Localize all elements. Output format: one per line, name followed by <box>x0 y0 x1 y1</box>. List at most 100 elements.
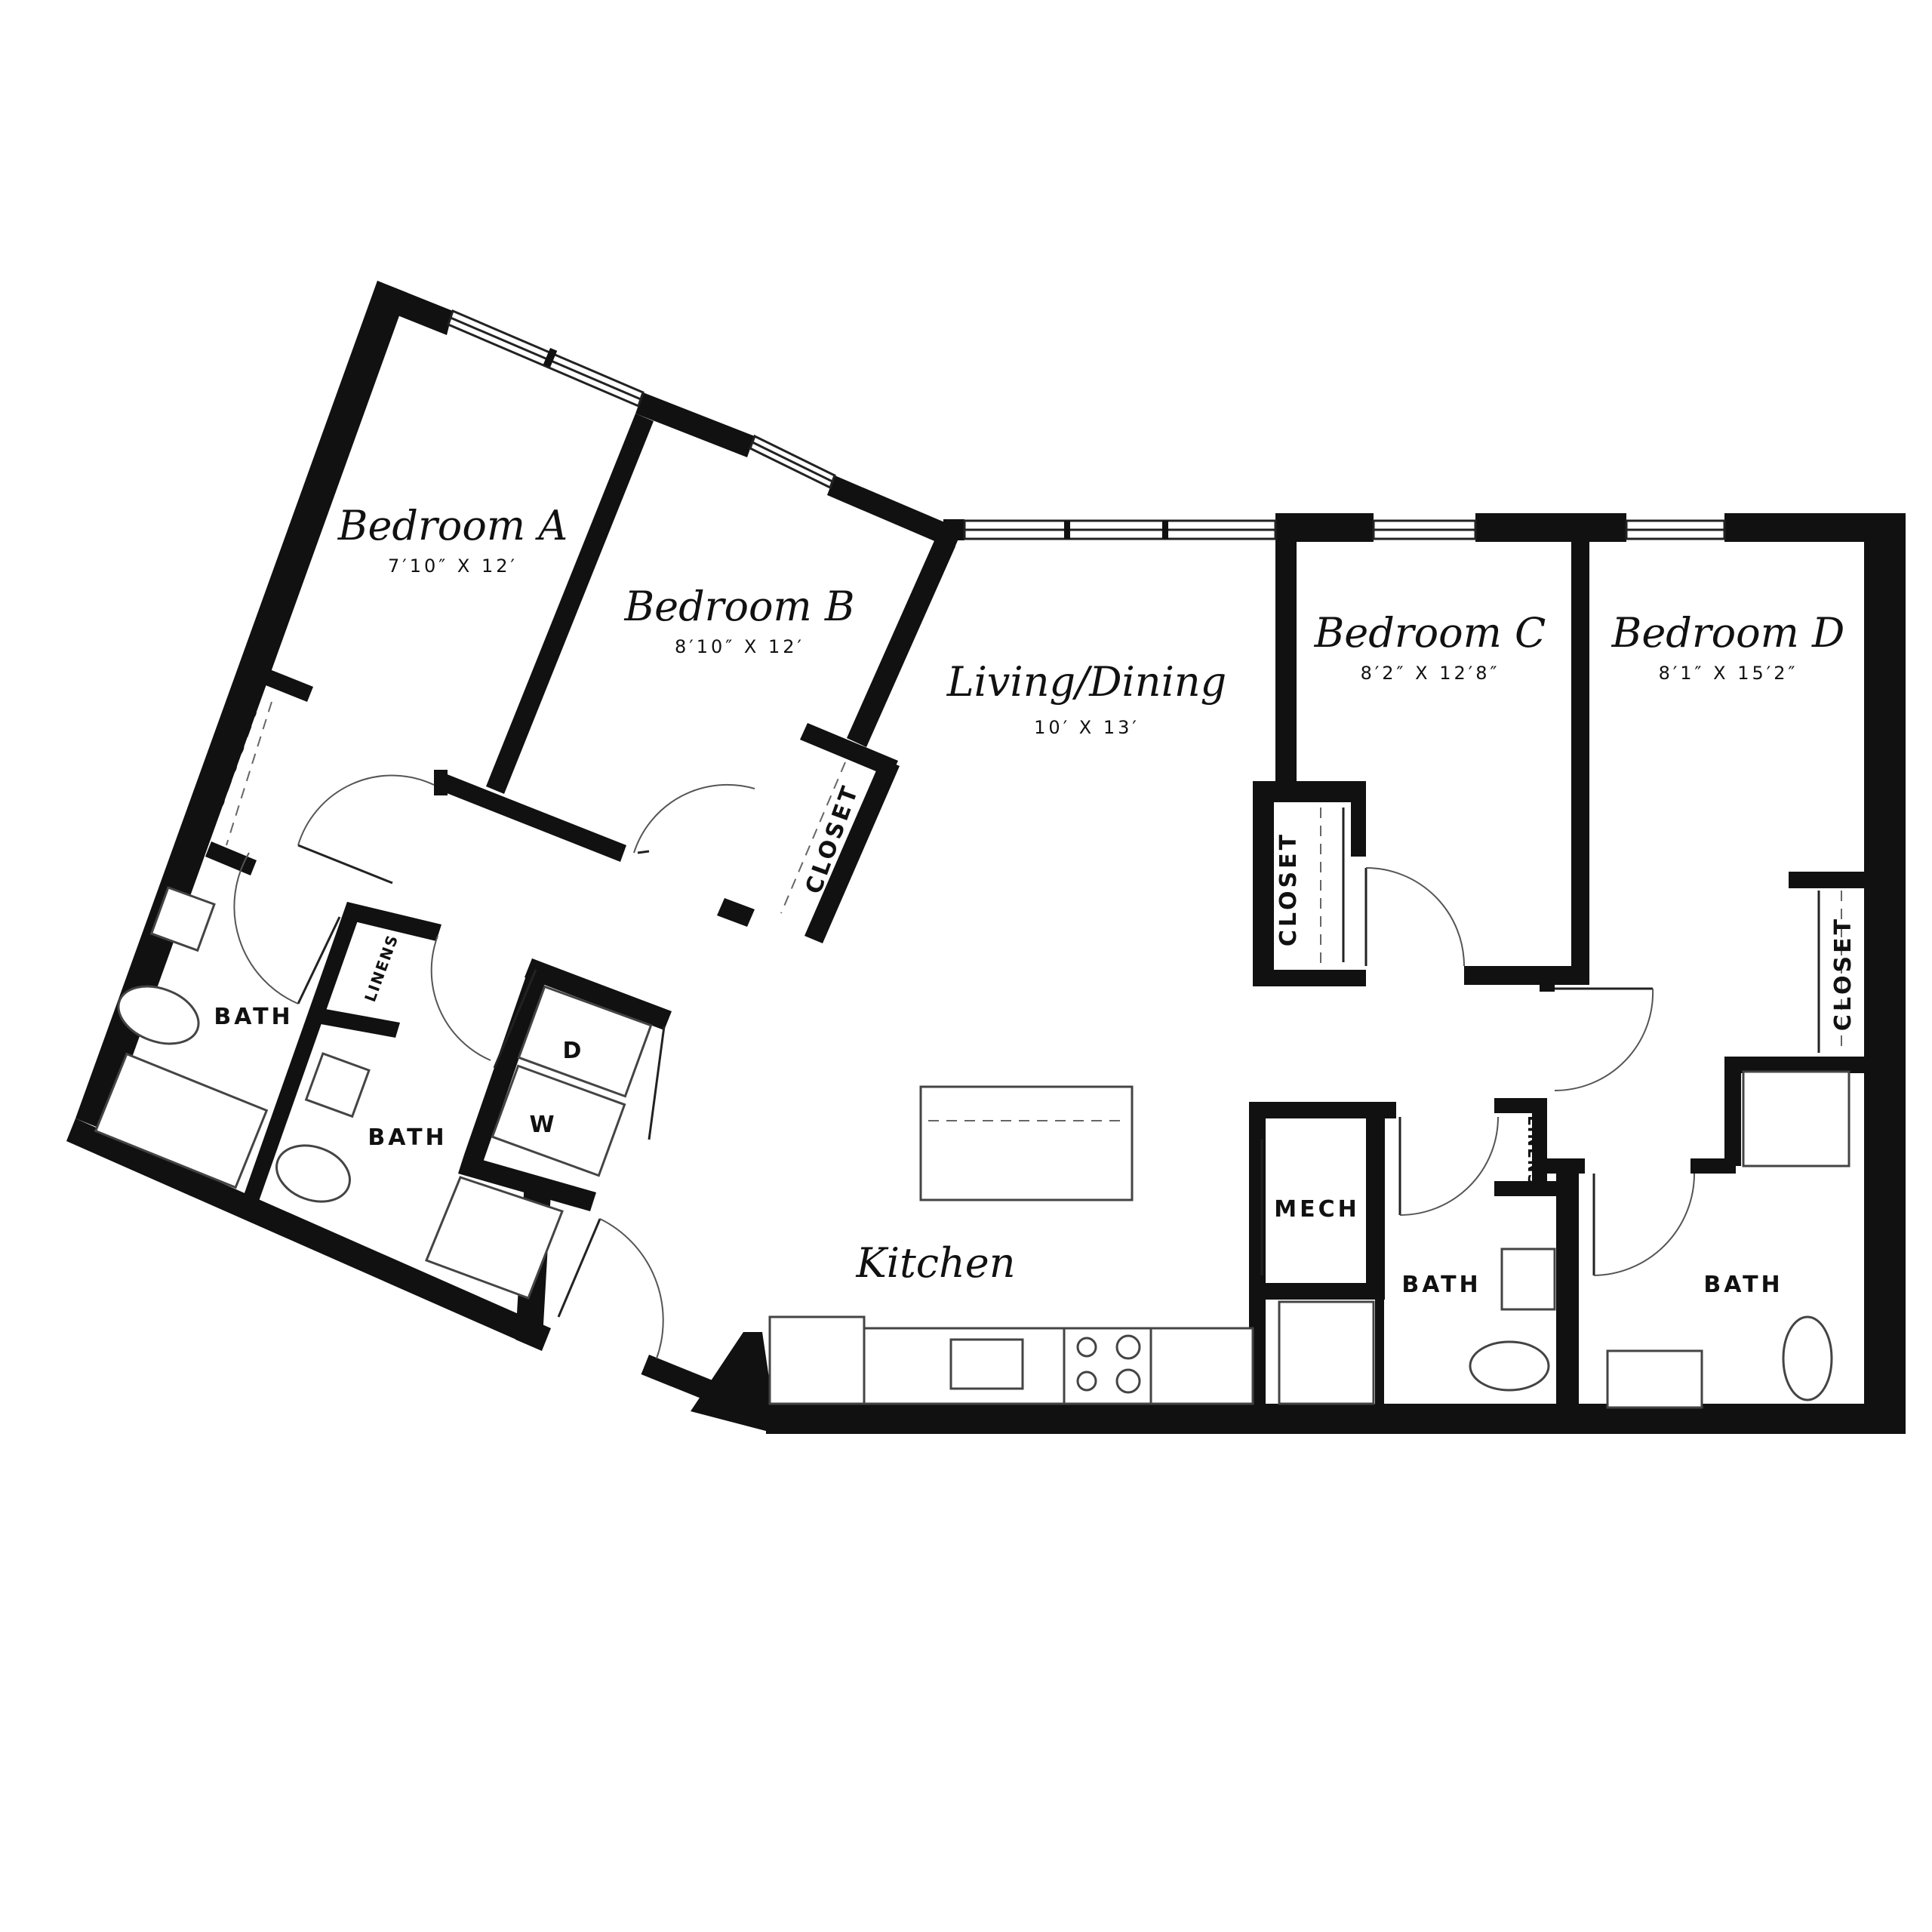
window-bedroom-b-mullion <box>752 441 833 483</box>
bedroom-d-name: Bedroom D <box>1611 609 1845 657</box>
door-bedroom-a-leaf <box>297 844 393 884</box>
bedroom-b-dims: 8′10″ X 12′ <box>675 636 804 657</box>
door-bath2-swing <box>430 935 491 1061</box>
window-bedroom-a-mullion <box>450 316 641 401</box>
door-bath1-leaf <box>297 916 341 1004</box>
windows <box>447 309 1726 540</box>
closet-c-label: CLOSET <box>1275 832 1302 946</box>
bedroom-d-dims: 8′1″ X 15′2″ <box>1659 663 1798 684</box>
range-burner-1 <box>1076 1337 1097 1358</box>
wall-stub-a <box>434 770 448 795</box>
door-bedroom-c-swing <box>1365 867 1465 967</box>
door-bath-c-swing <box>1399 1116 1499 1216</box>
exterior-wall-top-living <box>943 519 964 540</box>
closet-b-rod <box>780 761 846 914</box>
wall-mech-east <box>1366 1102 1385 1291</box>
fixtures <box>94 886 1850 1409</box>
bath2-shower <box>425 1176 564 1300</box>
bedroom-c-dims: 8′2″ X 12′8″ <box>1361 663 1500 684</box>
doors <box>233 774 1820 1359</box>
wall-closet-a-top <box>251 664 313 702</box>
kitchen-range <box>1063 1327 1152 1405</box>
wall-bedroom-a-b <box>486 414 654 794</box>
laundry-washer <box>491 1064 626 1177</box>
utility-labels: CLOSET CLOSET CLOSET CLOSET BATH BATH BA… <box>202 697 1857 1298</box>
wall-mech-bottom <box>1249 1283 1385 1300</box>
bath-c-sink <box>1500 1247 1556 1311</box>
bath-c-shower <box>1278 1300 1375 1405</box>
wall-laundry-bottom <box>458 1155 596 1211</box>
wall-bath2-top <box>312 1008 400 1038</box>
door-bedroom-b-leaf <box>637 850 650 854</box>
bath-d-toilet <box>1782 1315 1833 1401</box>
wall-closet-c-bottom <box>1253 970 1366 986</box>
exterior-wall-top-cd <box>1475 513 1626 542</box>
wall-stub-d <box>1540 981 1555 992</box>
range-burner-4 <box>1115 1368 1141 1394</box>
wall-bedroom-b-east <box>847 537 955 747</box>
door-bedroom-b-swing <box>633 783 755 854</box>
wall-bath-c-top <box>1494 1181 1562 1196</box>
door-entry-leaf <box>557 1218 601 1318</box>
mech-label: MECH <box>1274 1196 1359 1223</box>
bath1-sink <box>149 886 216 952</box>
room-labels: Bedroom A 7′10″ X 12′ Bedroom B 8′10″ X … <box>337 502 1845 1287</box>
door-entry-swing <box>599 1218 664 1359</box>
bedroom-b-name: Bedroom B <box>623 583 854 630</box>
exterior-wall-top-d <box>1724 513 1906 542</box>
window-living-post-2 <box>1162 521 1168 539</box>
wall-bath-d-stub <box>1690 1158 1736 1174</box>
living-dining-dims: 10′ X 13′ <box>1034 717 1140 738</box>
bath1-toilet <box>117 985 200 1045</box>
wall-laundry-left <box>464 958 551 1162</box>
wall-closet-d-top <box>1789 872 1872 888</box>
exterior-wall-east <box>1864 515 1906 1434</box>
wall-bath-d-west-upper <box>1724 1057 1741 1166</box>
living-dining-name: Living/Dining <box>946 658 1226 706</box>
range-burner-3 <box>1076 1371 1097 1392</box>
linens-1-label: LINENS <box>361 931 402 1004</box>
bedroom-a-name: Bedroom A <box>337 502 568 549</box>
closet-rods <box>226 701 1842 1053</box>
door-bedroom-d-swing <box>1554 988 1654 1091</box>
bath1-tub <box>94 1052 269 1189</box>
door-laundry-leaf-2 <box>648 1026 666 1140</box>
exterior-wall-top-a <box>371 281 453 335</box>
bath-c-label: BATH <box>1401 1272 1481 1298</box>
exterior-wall-top-ab <box>635 392 755 457</box>
bath-2-label: BATH <box>368 1124 447 1151</box>
closet-d-label: CLOSET <box>1830 916 1857 1031</box>
bedroom-c-name: Bedroom C <box>1314 609 1546 657</box>
window-bedroom-a-post <box>543 348 558 368</box>
wall-closet-c-west <box>1253 781 1274 985</box>
wall-bath-c-stub <box>1540 1158 1585 1174</box>
bedroom-a-dims: 7′10″ X 12′ <box>388 555 518 577</box>
laundry-dryer <box>517 985 653 1098</box>
kitchen-sink <box>949 1338 1024 1390</box>
bath2-sink <box>304 1052 371 1118</box>
washer-label: W <box>529 1112 557 1138</box>
exterior-wall-southwest <box>66 1118 551 1351</box>
wall-bath1-east <box>242 902 362 1208</box>
bath-d-label: BATH <box>1703 1272 1783 1298</box>
exterior-wall-top-b <box>827 475 962 549</box>
wall-closet-b-right <box>804 758 900 943</box>
wall-bath-d-top <box>1724 1057 1868 1073</box>
dryer-label: D <box>563 1038 585 1064</box>
bath-1-label: BATH <box>214 1004 293 1030</box>
range-burner-2 <box>1115 1334 1141 1360</box>
door-bedroom-a-swing <box>297 774 435 846</box>
linens-c-label: LINENS <box>1524 1115 1543 1186</box>
wall-closet-a-bottom <box>205 841 257 875</box>
bath-d-shower <box>1742 1070 1850 1168</box>
wall-shower-east <box>1375 1283 1384 1411</box>
door-laundry-leaf <box>493 969 537 1069</box>
wall-linens-1 <box>342 902 441 941</box>
wall-bedroom-c-south <box>1464 966 1589 985</box>
wall-bedroom-b-south <box>439 774 626 862</box>
wall-mech-top <box>1249 1102 1396 1118</box>
wall-bath-c-east <box>1556 1162 1579 1434</box>
window-living-post-1 <box>1064 521 1070 539</box>
kitchen-island <box>919 1085 1134 1201</box>
